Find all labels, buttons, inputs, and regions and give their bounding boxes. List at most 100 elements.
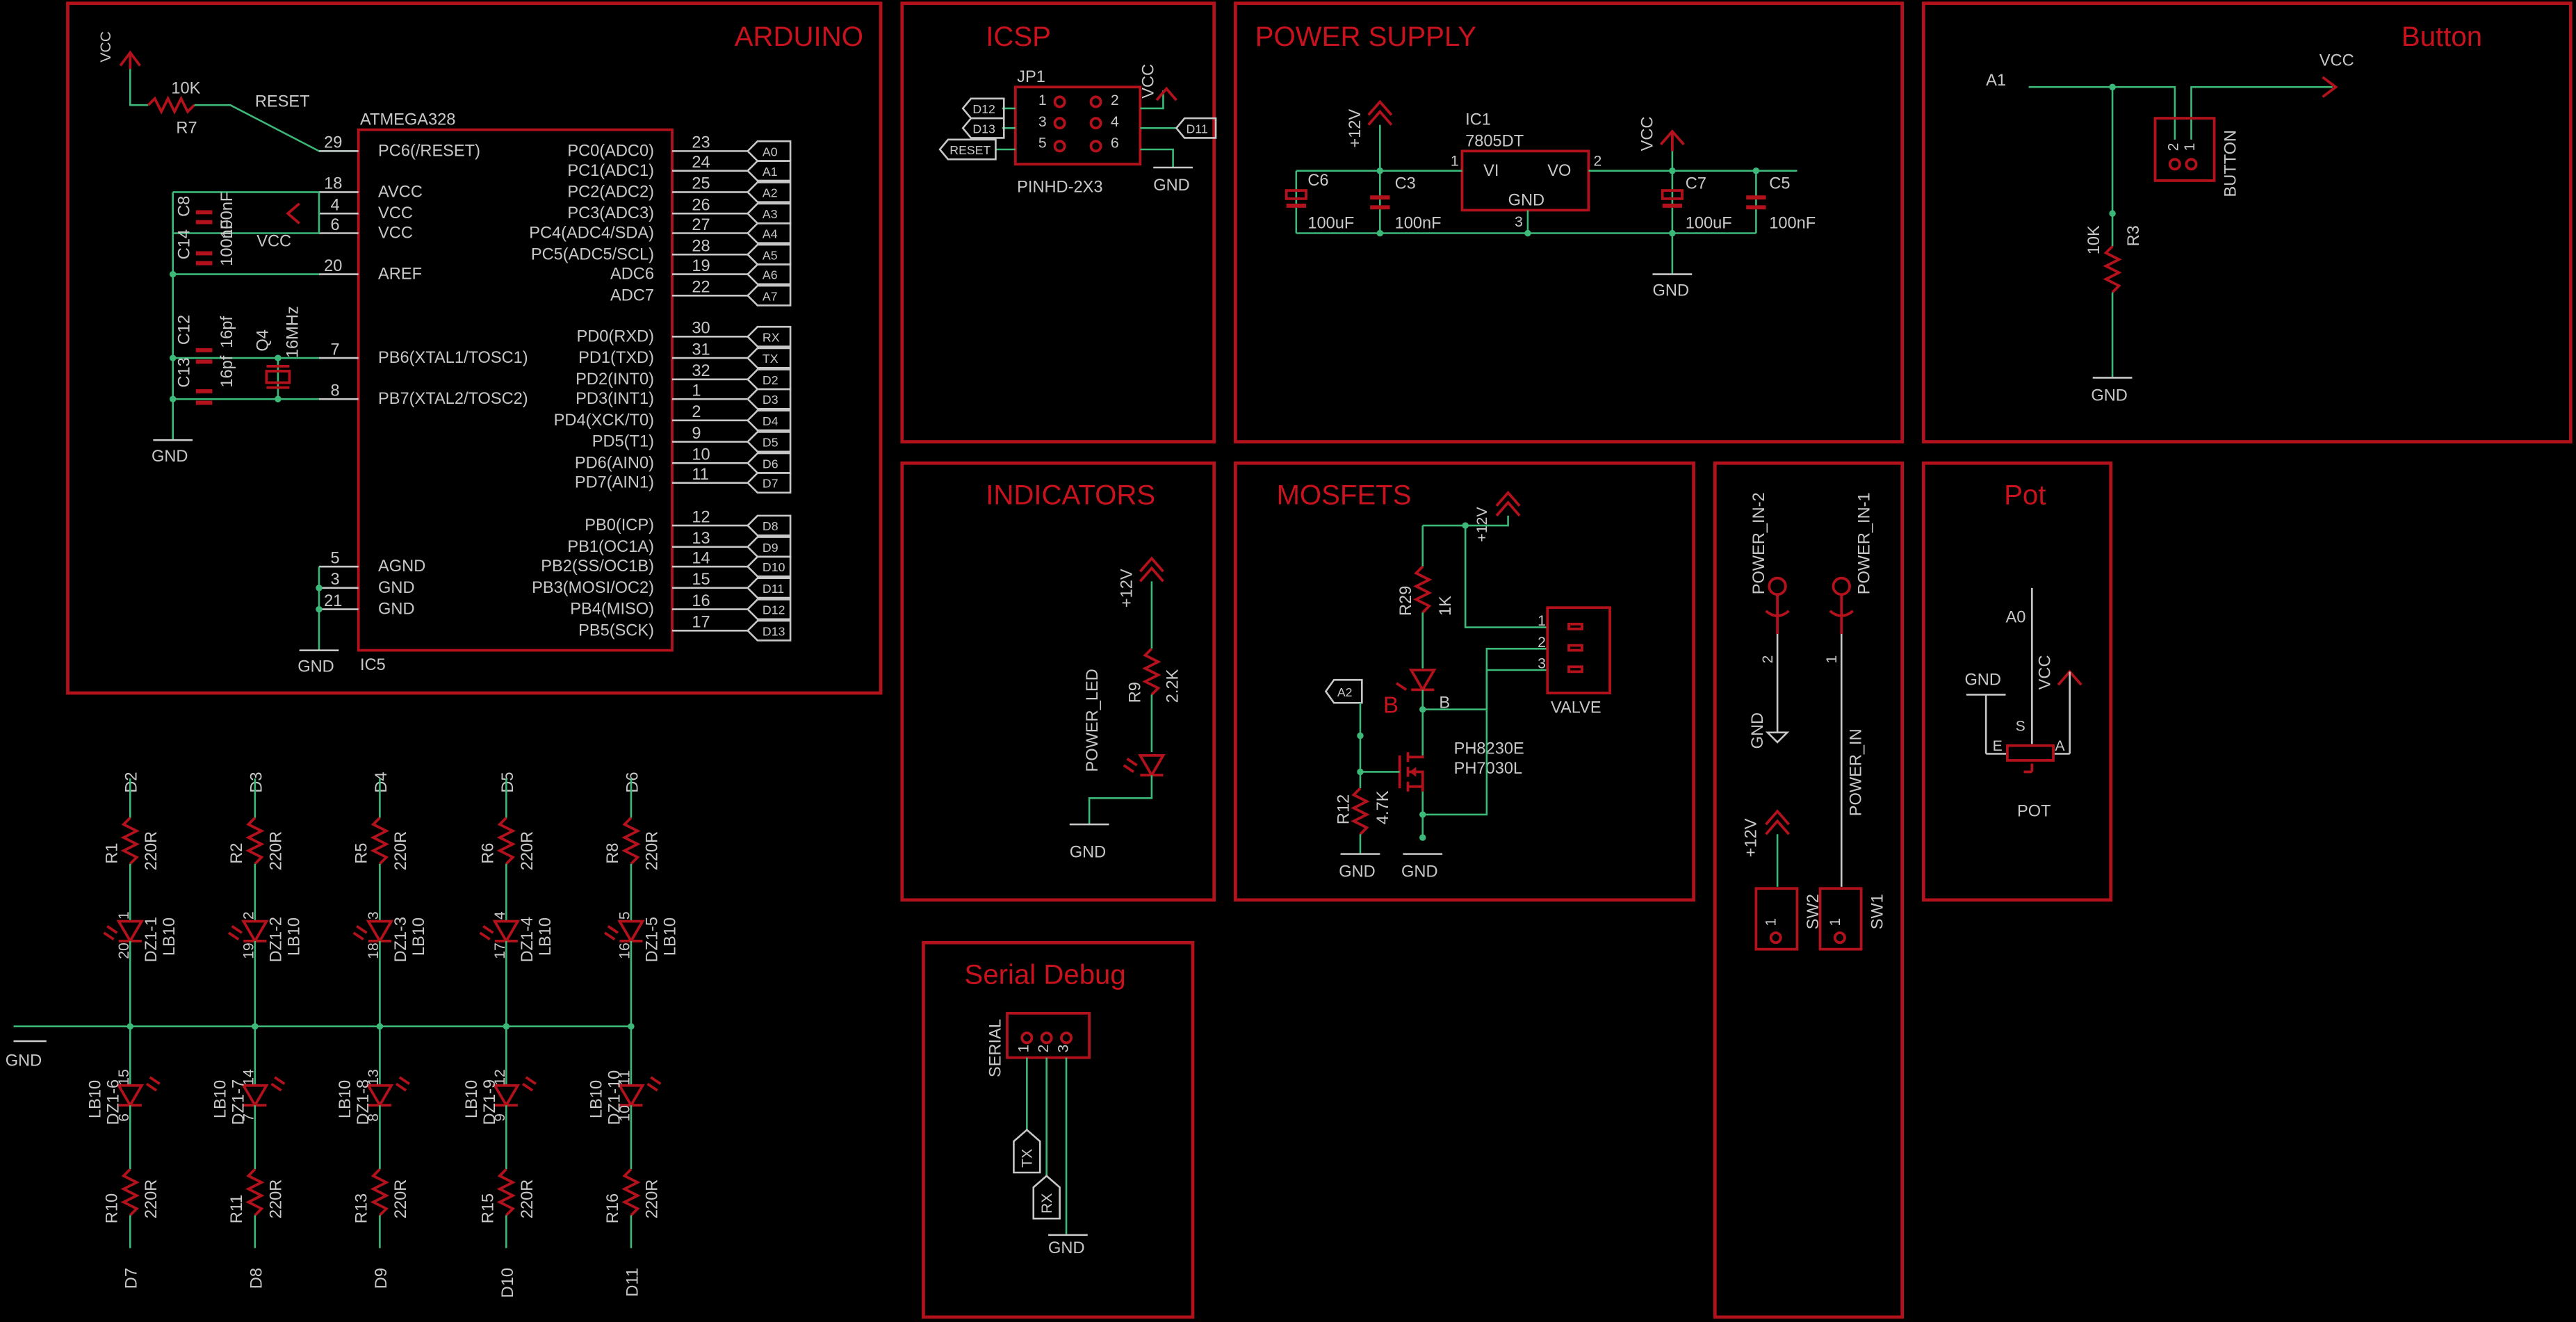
tag-text: A6	[763, 268, 778, 282]
r12-name: R12	[1335, 794, 1353, 824]
resistor	[496, 817, 516, 865]
svg-text:A2: A2	[1337, 685, 1353, 699]
serial-pin-1: 1	[1016, 1045, 1032, 1053]
power-in-2-label: POWER_IN-2	[1750, 492, 1768, 594]
led-rays-icon	[352, 925, 368, 941]
pot-name: POT	[2017, 802, 2051, 820]
pin-5: 5	[331, 549, 340, 567]
c13-name: C13	[175, 357, 193, 387]
jp1-header	[1013, 85, 1142, 166]
resistor-value: 220R	[519, 1180, 537, 1218]
resistor-value: 220R	[142, 1180, 161, 1218]
svg-text:RESET: RESET	[949, 143, 991, 157]
pin-A1-label: PC1(ADC1)	[567, 162, 654, 180]
pin-number: 15	[692, 571, 710, 589]
jp1-name: JP1	[1017, 68, 1045, 86]
ps-gnd-label: GND	[1653, 281, 1689, 300]
led-pin: 2	[240, 911, 256, 920]
mos-gnd-label-2: GND	[1401, 863, 1437, 881]
pin-29: 29	[324, 134, 342, 152]
serial-pin-3: 3	[1054, 1045, 1071, 1053]
c7-capacitor	[1661, 189, 1684, 200]
pin-number: 9	[692, 425, 701, 443]
tag-A2	[746, 181, 792, 203]
tag-d12	[961, 97, 1005, 120]
tag-text: D2	[763, 373, 778, 387]
q4-name: Q4	[254, 329, 272, 352]
tag-A1	[746, 160, 792, 182]
resistor	[370, 1168, 390, 1216]
jp1-pin-circles	[1053, 95, 1102, 153]
pin-18: 18	[324, 175, 342, 193]
led-rays-icon	[646, 1076, 662, 1092]
sw1-name: SW1	[1868, 894, 1886, 929]
resistor-name: R10	[103, 1193, 121, 1223]
led-gnd-label: GND	[6, 1052, 42, 1070]
v12-arrow-icon	[1367, 99, 1393, 126]
c6-value: 100uF	[1307, 214, 1354, 232]
v12-arrow-icon-pin	[1765, 809, 1791, 835]
resistor-name: R2	[228, 843, 246, 864]
pin-A6-label: ADC6	[610, 266, 654, 284]
led-net-top: D6	[623, 772, 642, 792]
tag-text: D11	[763, 582, 784, 596]
tag-text: A1	[763, 165, 778, 179]
led-value: LB10	[662, 917, 680, 956]
pin-D2-label: PD2(INT0)	[576, 370, 654, 389]
tag-text: A5	[763, 248, 778, 262]
ic1-pin-2: 2	[1593, 153, 1601, 170]
r29-value: 1K	[1437, 596, 1455, 616]
led-net-bottom: D7	[123, 1268, 141, 1289]
tag-rx	[1032, 1174, 1061, 1220]
pot-resistor	[2005, 744, 2055, 762]
led-rays-icon	[227, 925, 243, 941]
pin-D12-label: PB4(MISO)	[570, 601, 654, 619]
c8-value: 100nF	[218, 192, 236, 238]
pin-D11-label: PB3(MOSI/OC2)	[532, 579, 654, 597]
led-net-top: D2	[123, 772, 141, 792]
r9-resistor	[1142, 647, 1161, 696]
resistor	[496, 1168, 516, 1216]
c5-capacitor	[1746, 195, 1766, 200]
pin-number: 13	[692, 530, 710, 548]
tag-D5	[746, 431, 792, 453]
led-rays-icon	[521, 1076, 537, 1092]
pot-vcc-label: VCC	[2036, 655, 2054, 689]
chip-name: IC5	[360, 656, 386, 674]
pin-D3-label: PD3(INT1)	[576, 390, 654, 408]
resistor-name: R6	[479, 843, 497, 864]
serial-pin-2: 2	[1035, 1045, 1052, 1053]
tag-a2	[1324, 678, 1363, 704]
icsp-vcc-label: VCC	[1139, 64, 1157, 99]
pin-number: 1	[692, 382, 701, 400]
svg-text:RX: RX	[1038, 1193, 1055, 1214]
jp1-value: PINHD-2X3	[1017, 178, 1102, 196]
led-rays-icon	[103, 925, 118, 941]
led-rays-icon	[395, 1076, 410, 1092]
led-net-top: D5	[499, 772, 517, 792]
svg-text:TX: TX	[1018, 1149, 1035, 1168]
tag-D13	[746, 619, 792, 642]
frame-power-in	[1713, 461, 1905, 1319]
pin-number: 19	[692, 257, 710, 275]
title-arduino: ARDUINO	[735, 21, 863, 52]
resistor-name: R15	[479, 1193, 497, 1223]
tag-D12	[746, 598, 792, 621]
frame-icsp	[900, 1, 1216, 443]
ic1-regulator	[1460, 149, 1590, 212]
led-pin: 9	[491, 1113, 508, 1122]
led-name: DZ1-10	[605, 1070, 623, 1125]
led-pin: 14	[240, 1069, 256, 1086]
pin-TX-label: PD1(TXD)	[578, 349, 654, 367]
svg-text:D11: D11	[1187, 122, 1208, 136]
pin-number: 22	[692, 279, 710, 297]
c12-capacitor	[195, 348, 213, 352]
led-pin: 19	[240, 942, 256, 959]
c14-capacitor	[195, 251, 213, 256]
c3-capacitor	[1370, 195, 1390, 200]
valve-pin-3: 3	[1538, 655, 1546, 672]
